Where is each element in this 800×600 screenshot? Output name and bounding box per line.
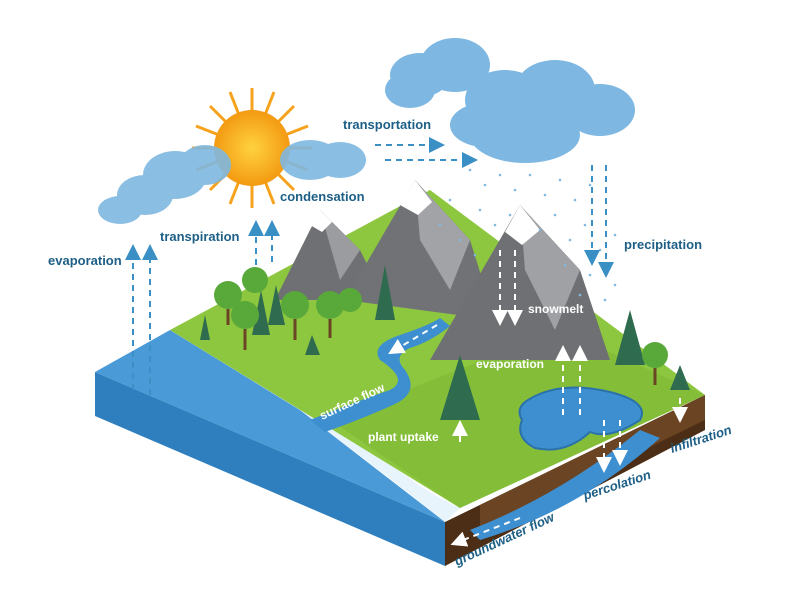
rain-field: [438, 168, 617, 302]
label-precipitation: precipitation: [624, 237, 702, 252]
cloud-right-icon: [385, 38, 635, 163]
label-transpiration: transpiration: [160, 229, 240, 244]
label-condensation: condensation: [280, 189, 365, 204]
cloud-left-icon: [98, 140, 366, 224]
label-snowmelt: snowmelt: [528, 302, 583, 316]
label-plant-uptake: plant uptake: [368, 430, 439, 444]
label-evaporation-lake: evaporation: [476, 357, 544, 371]
label-evaporation-left: evaporation: [48, 253, 122, 268]
lake: [518, 386, 643, 451]
sun-icon: [192, 88, 312, 208]
label-transportation: transportation: [343, 117, 431, 132]
flow-arrows: [125, 137, 614, 395]
flow-arrows-white: [388, 250, 688, 547]
trees: [200, 265, 690, 420]
river: [310, 318, 450, 432]
